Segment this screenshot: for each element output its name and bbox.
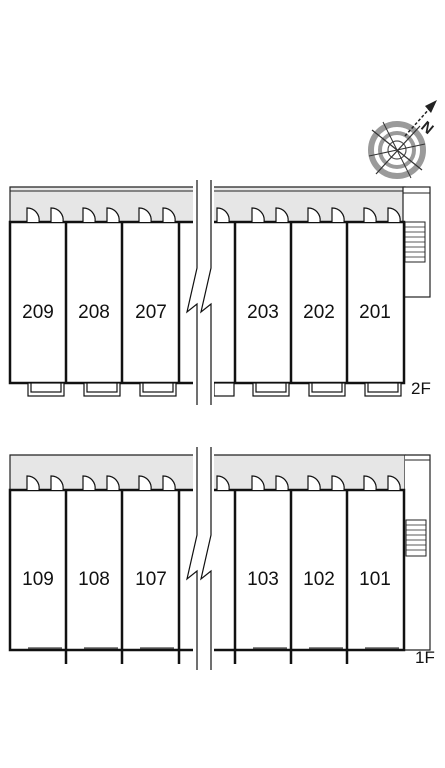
stairs-icon: [404, 221, 426, 263]
unit-101: 101: [359, 569, 391, 590]
doors-2f: [26, 207, 401, 223]
floor-label-2f: 2F: [411, 379, 431, 398]
unit-207: 207: [135, 302, 167, 323]
unit-103: 103: [247, 569, 279, 590]
break-line-2f: [186, 180, 212, 405]
balconies-2f: [27, 382, 402, 397]
floor-1f: 109 108 107 103 102 101 1F: [8, 447, 435, 672]
floor-2f: 209 208 207 203 202 201 2F: [8, 180, 431, 408]
unit-107: 107: [135, 569, 167, 590]
unit-102: 102: [303, 569, 335, 590]
stairs-icon: [405, 519, 427, 557]
unit-208: 208: [78, 302, 110, 323]
unit-202: 202: [303, 302, 335, 323]
compass-rose-icon: N: [368, 100, 437, 179]
unit-108: 108: [78, 569, 110, 590]
unit-209: 209: [22, 302, 54, 323]
doors-1f: [26, 475, 401, 491]
unit-109: 109: [22, 569, 54, 590]
unit-201: 201: [359, 302, 391, 323]
break-line-1f: [186, 447, 212, 670]
unit-203: 203: [247, 302, 279, 323]
floor-label-1f: 1F: [415, 648, 435, 667]
